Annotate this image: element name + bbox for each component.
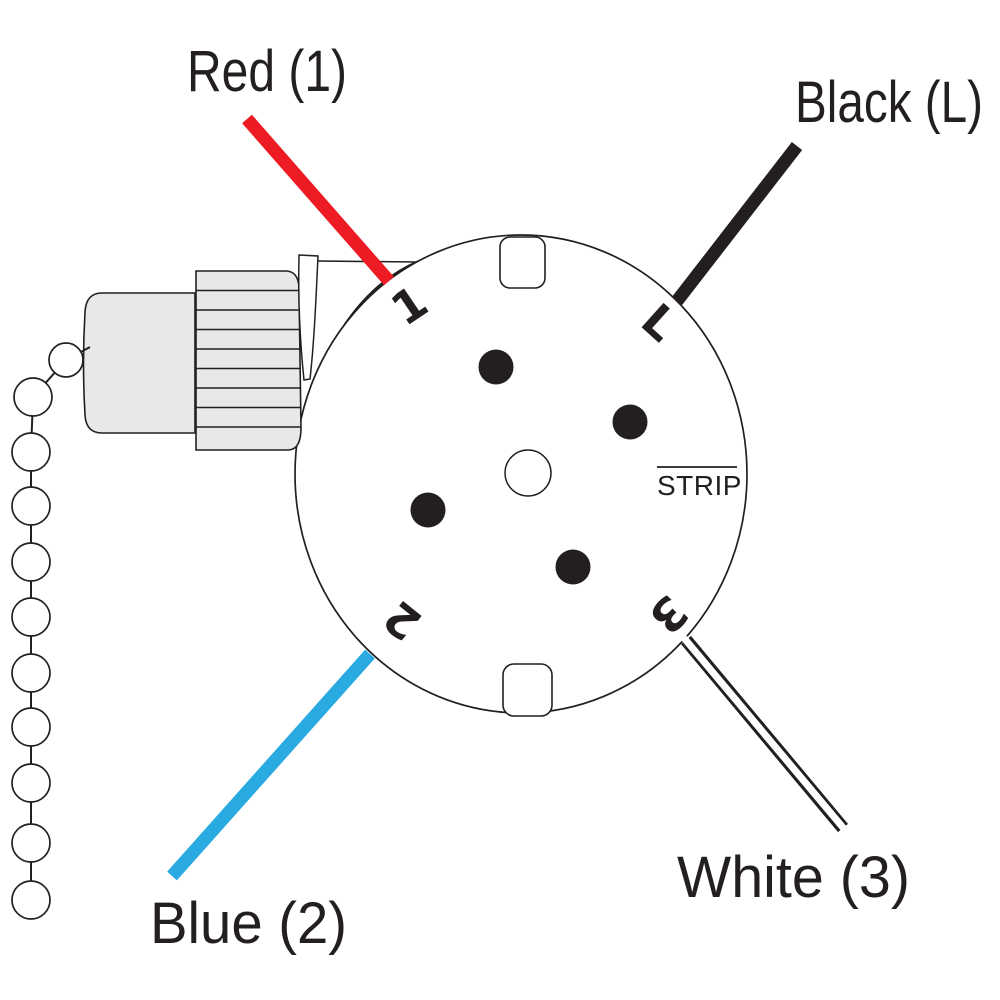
blue-wire — [167, 649, 375, 881]
chain-bead — [11, 653, 51, 693]
strip-label: STRIP — [657, 470, 742, 501]
chain-bead — [11, 432, 51, 472]
black-wire-label: Black (L) — [795, 70, 983, 135]
chain-bead — [11, 597, 51, 637]
white-wire-label: White (3) — [677, 845, 910, 910]
rivet-dot — [555, 549, 591, 585]
red-wire — [242, 114, 394, 286]
ribbed-cylinder — [195, 270, 302, 451]
switch-body — [82, 292, 196, 434]
chain-bead — [11, 823, 51, 863]
top-notch — [499, 236, 546, 289]
chain-bead — [48, 342, 84, 378]
center-pivot — [504, 449, 552, 497]
white-wire — [681, 635, 848, 833]
black-wire — [671, 142, 803, 305]
rivet-dot — [612, 404, 648, 440]
chain-bead — [11, 486, 51, 526]
blue-wire-label: Blue (2) — [150, 891, 347, 956]
bottom-notch — [502, 663, 553, 717]
chain-bead — [13, 377, 53, 417]
collar-washer — [297, 254, 319, 381]
pull-chain — [11, 342, 91, 920]
rivet-dot — [478, 349, 514, 385]
chain-bead — [11, 707, 51, 747]
cylinder-ribs — [196, 289, 301, 428]
strip-marking: STRIP — [657, 466, 742, 501]
chain-bead — [11, 542, 51, 582]
rivet-dot — [410, 492, 446, 528]
chain-bead — [11, 763, 51, 803]
chain-bead — [11, 880, 51, 920]
red-wire-label: Red (1) — [187, 39, 347, 104]
